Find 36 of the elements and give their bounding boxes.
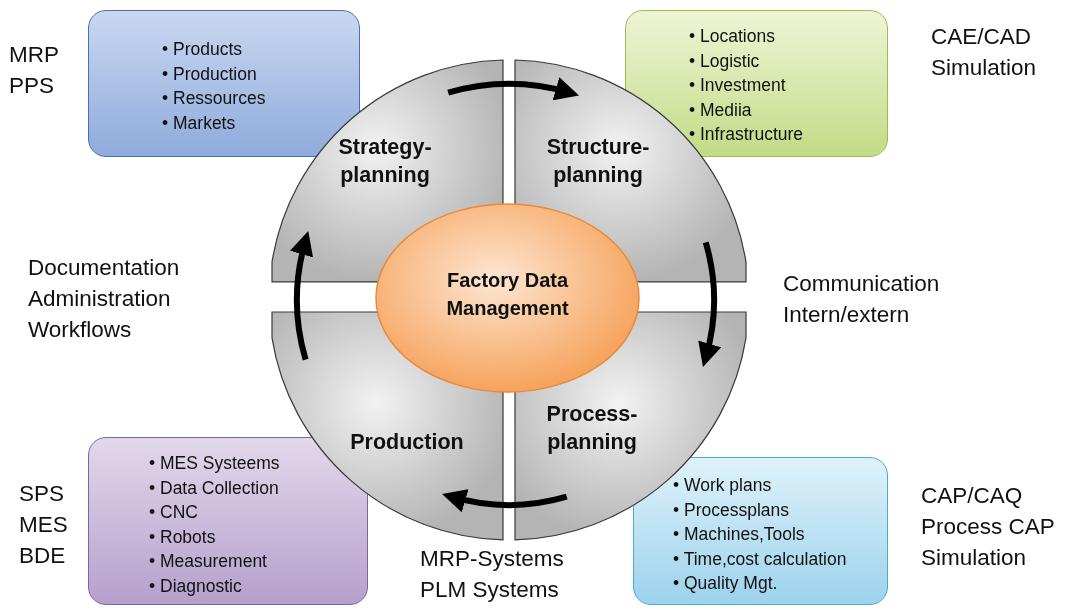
list-item: • Logistic [689,49,761,73]
side-label: Documentation Administration Workflows [28,254,181,344]
side-label: CAE/CAD Simulation [931,23,1038,82]
center-label: Factory Data Management [445,268,570,321]
list-item: • Production [162,62,258,86]
list-item: • Measurement [149,550,268,574]
curved-arrow [447,77,580,102]
side-label: MRP-Systems PLM Systems [420,545,565,604]
list-item: • Work plans [673,474,773,497]
list-item: • Infrastructure [689,123,804,147]
side-label: SPS MES BDE [19,480,69,570]
list-item: • Robots [149,525,217,549]
list-item: • Products [162,38,244,61]
list-item: • Investment [689,74,787,98]
list-item: • MES Systeems [149,452,280,475]
list-item: • Machines,Tools [673,523,806,547]
stage-label: Structure-planning [545,134,651,189]
curved-arrow [290,230,314,361]
stage-label: Strategy-planning [337,134,433,189]
stage-label: Process-planning [545,401,639,456]
list-item: • Ressources [162,87,266,111]
side-label: MRP PPS [9,41,60,100]
side-label: CAP/CAQ Process CAP Simulation [921,482,1056,572]
list-item: • Markets [162,111,237,135]
list-item: • Time,cost calculation [673,547,847,571]
curved-arrow [441,488,568,512]
list-item: • Processplans [673,498,791,522]
list-item: • CNC [149,501,199,525]
list-item: • Diagnostic [149,574,243,598]
side-label: Communication Intern/extern [783,270,941,329]
curved-arrow [697,241,721,368]
list-item: • Mediia [689,98,753,122]
list-item: • Quality Mgt. [673,572,779,596]
stage-label: Production [349,429,465,456]
list-item: • Data Collection [149,476,280,500]
list-item: • Locations [689,25,776,48]
